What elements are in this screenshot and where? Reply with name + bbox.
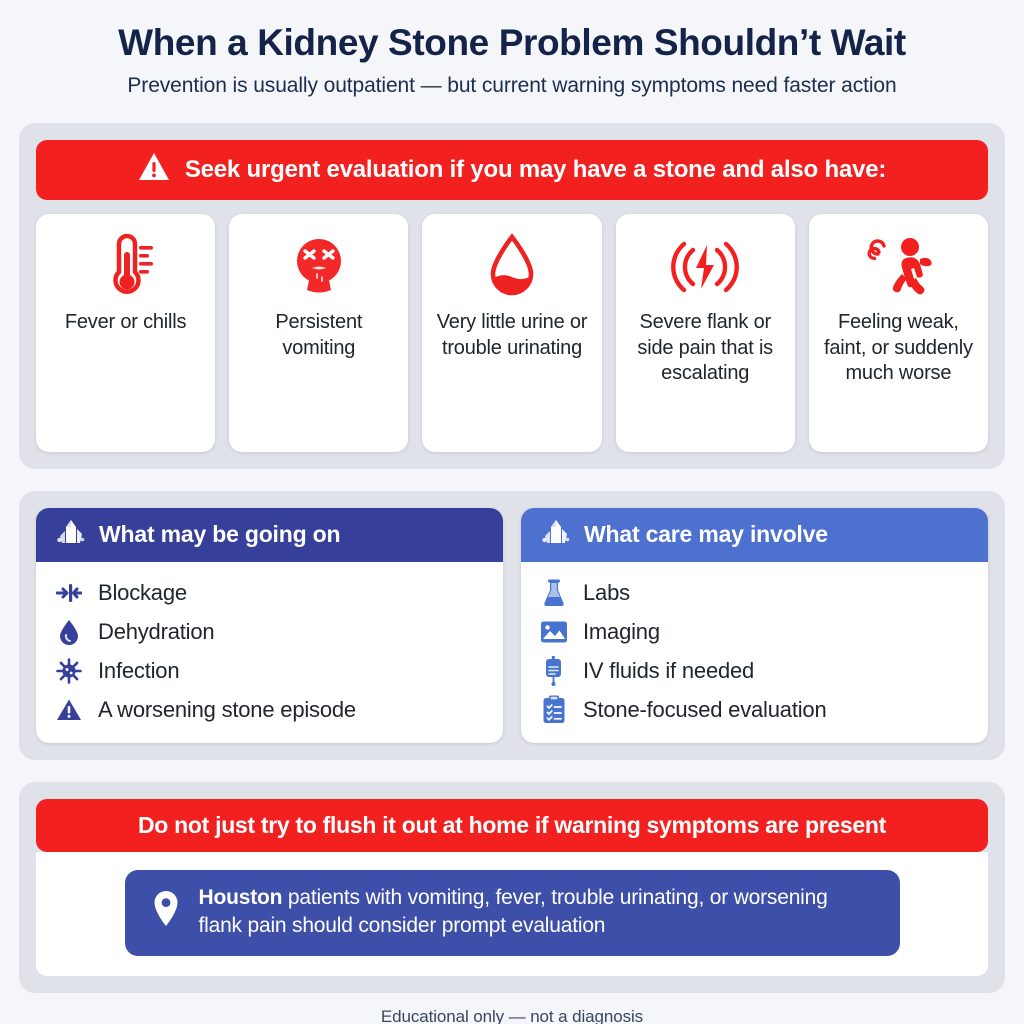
list-item: Blockage	[54, 576, 485, 610]
list-item-label: Blockage	[98, 579, 187, 605]
pain-lightning-icon	[667, 230, 743, 304]
lab-flask-icon	[539, 579, 569, 607]
symptom-label: Severe flank or side pain that is escala…	[637, 310, 773, 385]
warning-triangle-icon	[54, 698, 84, 722]
warning-triangle-icon	[138, 152, 170, 187]
page-header: When a Kidney Stone Problem Shouldn’t Wa…	[0, 0, 1024, 98]
page-subtitle: Prevention is usually outpatient — but c…	[127, 73, 897, 97]
page-title: When a Kidney Stone Problem Shouldn’t Wa…	[118, 22, 906, 63]
bottom-warning-section: Do not just try to flush it out at home …	[19, 781, 1005, 993]
symptom-label: Persistent vomiting	[275, 310, 363, 359]
panel-body: Blockage Dehydration	[36, 562, 503, 743]
do-not-flush-text: Do not just try to flush it out at home …	[138, 811, 886, 838]
symptom-card: Persistent vomiting	[229, 213, 409, 452]
symptom-card: Fever or chills	[36, 213, 216, 452]
imaging-picture-icon	[539, 620, 569, 644]
do-not-flush-banner: Do not just try to flush it out at home …	[36, 798, 988, 852]
water-droplet-icon	[54, 619, 84, 645]
crystal-stone-icon	[541, 518, 571, 551]
virus-icon	[54, 658, 84, 684]
symptom-label: Feeling weak, faint, or suddenly much wo…	[824, 310, 973, 385]
thermometer-icon	[96, 230, 156, 304]
location-callout-text: Houston patients with vomiting, fever, t…	[199, 884, 874, 940]
panel-body: Labs Imaging	[521, 562, 988, 743]
list-item: Dehydration	[54, 615, 485, 649]
info-panels-section: What may be going on Blockage	[19, 490, 1005, 760]
panel-what-may-be-going-on: What may be going on Blockage	[36, 507, 503, 743]
blockage-arrows-icon	[54, 582, 84, 604]
low-urine-droplet-icon	[485, 230, 539, 304]
disclaimer-footer: Educational only — not a diagnosis	[380, 1006, 644, 1024]
urgent-banner-text: Seek urgent evaluation if you may have a…	[184, 155, 887, 183]
panel-title: What care may involve	[584, 521, 828, 548]
list-item-label: A worsening stone episode	[98, 696, 356, 722]
list-item-label: Infection	[98, 657, 180, 683]
list-item: Labs	[539, 576, 970, 610]
iv-bag-icon	[539, 655, 569, 686]
list-item: A worsening stone episode	[54, 693, 485, 727]
symptom-card: Very little urine or trouble urinating	[422, 213, 602, 452]
crystal-stone-icon	[56, 518, 86, 551]
map-pin-icon	[151, 889, 181, 934]
dizzy-fainting-person-icon	[862, 230, 934, 304]
list-item: IV fluids if needed	[539, 654, 970, 688]
urgent-evaluation-section: Seek urgent evaluation if you may have a…	[19, 122, 1005, 469]
symptom-card: Feeling weak, faint, or suddenly much wo…	[808, 213, 988, 452]
urgent-banner: Seek urgent evaluation if you may have a…	[36, 139, 988, 200]
list-item-label: IV fluids if needed	[583, 657, 755, 683]
panel-header: What care may involve	[521, 507, 988, 562]
list-item-label: Labs	[583, 579, 630, 605]
location-callout-container: Houston patients with vomiting, fever, t…	[36, 851, 988, 976]
location-city: Houston	[198, 885, 283, 909]
list-item: Infection	[54, 654, 485, 688]
panel-header: What may be going on	[36, 507, 503, 562]
panel-title: What may be going on	[99, 521, 341, 548]
list-item: Imaging	[539, 615, 970, 649]
symptom-label: Very little urine or trouble urinating	[436, 310, 588, 359]
symptom-label: Fever or chills	[64, 310, 187, 333]
location-description: patients with vomiting, fever, trouble u…	[198, 885, 828, 937]
symptom-card-grid: Fever or chills	[36, 213, 988, 452]
symptom-card: Severe flank or side pain that is escala…	[615, 213, 795, 452]
list-item-label: Imaging	[583, 618, 660, 644]
clipboard-list-icon	[539, 695, 569, 724]
list-item-label: Stone-focused evaluation	[583, 696, 827, 722]
location-callout: Houston patients with vomiting, fever, t…	[124, 869, 900, 956]
list-item: Stone-focused evaluation	[539, 693, 970, 727]
list-item-label: Dehydration	[98, 618, 215, 644]
vomiting-face-icon	[286, 230, 352, 304]
panel-what-care-may-involve: What care may involve Labs	[521, 507, 988, 743]
